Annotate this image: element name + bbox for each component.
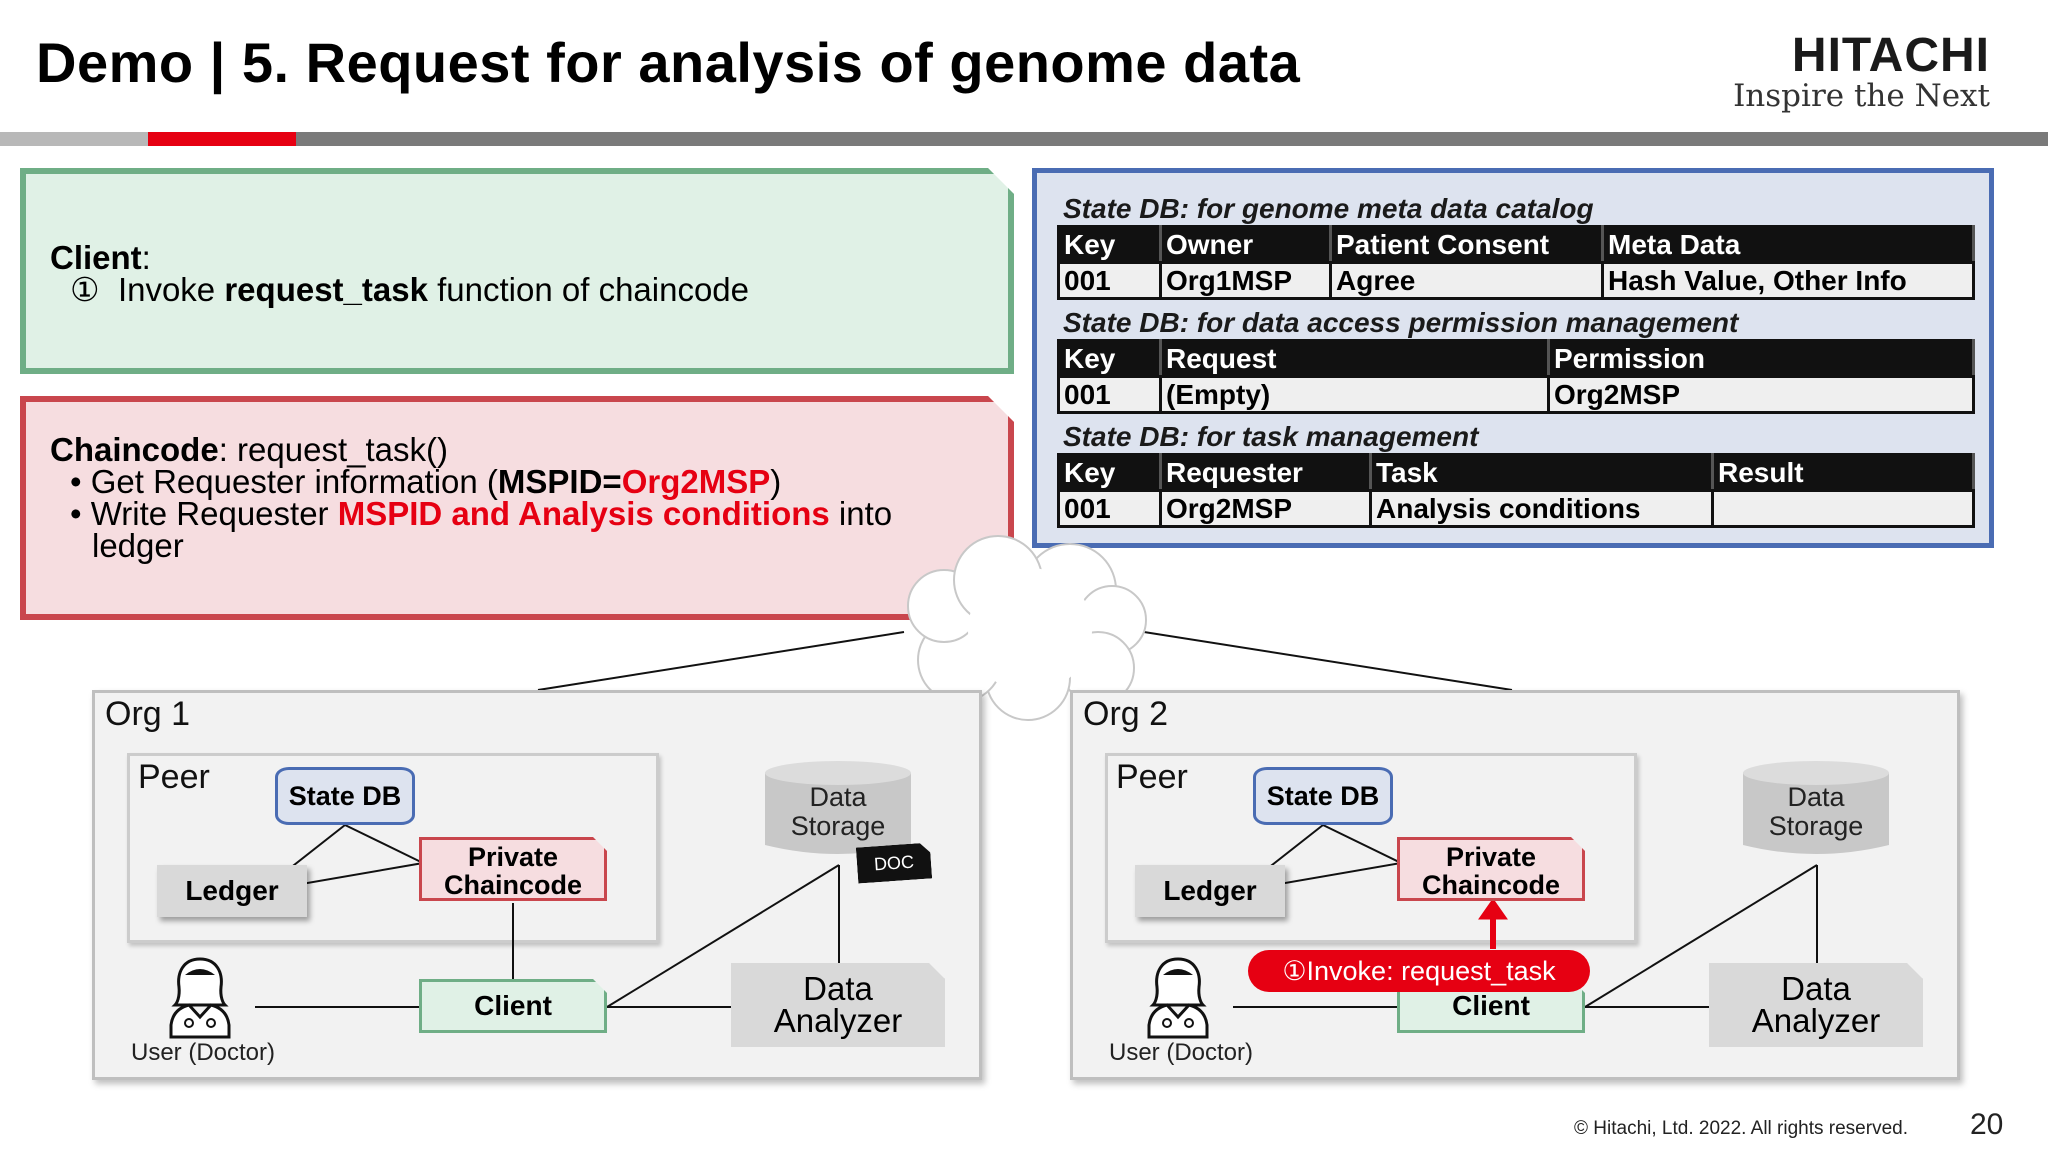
file-icon: DOC xyxy=(856,842,932,883)
page-number: 20 xyxy=(1970,1108,2004,1141)
copyright: © Hitachi, Ltd. 2022. All rights reserve… xyxy=(1574,1118,1908,1139)
bullet2-prefix: • Write Requester xyxy=(70,495,338,532)
table-cell: 001 xyxy=(1057,261,1162,300)
header-rule xyxy=(0,132,2048,146)
table-cell: Org2MSP xyxy=(1547,375,1975,414)
chaincode-bullet-2-cont: ledger xyxy=(92,527,184,564)
logo-tagline: Inspire the Next xyxy=(1733,78,1990,114)
header-cell: Key xyxy=(1057,453,1162,492)
header-cell: Requester xyxy=(1159,453,1372,492)
table-cell: (Empty) xyxy=(1159,375,1550,414)
org2-data-storage-label: Data Storage xyxy=(1768,782,1864,841)
header-cell: Meta Data xyxy=(1601,225,1975,264)
table-header-row: Key Request Permission xyxy=(1057,339,1975,378)
task-table: Key Requester Task Result 001 Org2MSP An… xyxy=(1057,453,1975,528)
org1-ledger: Ledger xyxy=(157,865,307,917)
header-cell: Request xyxy=(1159,339,1550,378)
table-cell: Analysis conditions xyxy=(1369,489,1714,528)
table-cell: Agree xyxy=(1329,261,1604,300)
permission-table: Key Request Permission 001 (Empty) Org2M… xyxy=(1057,339,1975,414)
table-cell: Org1MSP xyxy=(1159,261,1332,300)
database-cylinder-icon xyxy=(1743,761,1889,854)
client-heading: Client: xyxy=(50,242,151,274)
bullet2-suffix: into xyxy=(829,495,893,532)
header-cell: Key xyxy=(1057,339,1162,378)
org1-peer-label: Peer xyxy=(138,758,210,796)
table-row: 001 Org2MSP Analysis conditions xyxy=(1057,489,1975,528)
org1-data-analyzer[interactable]: Data Analyzer xyxy=(731,963,945,1047)
header-cell: Task xyxy=(1369,453,1714,492)
client-step: ① Invoke request_task function of chainc… xyxy=(70,274,749,306)
header-cell: Owner xyxy=(1159,225,1332,264)
bullet1-suffix: ) xyxy=(770,463,782,500)
table-row: 001 (Empty) Org2MSP xyxy=(1057,375,1975,414)
org2-private-chaincode: Private Chaincode xyxy=(1397,837,1585,901)
org1-connectors xyxy=(255,824,840,1008)
table-cell xyxy=(1711,489,1975,528)
database-cylinder-icon xyxy=(765,761,911,854)
bullet1-value: Org2MSP xyxy=(621,463,771,500)
org2-user-label: User (Doctor) xyxy=(1109,1039,1254,1066)
page-title: Demo | 5. Request for analysis of genome… xyxy=(36,31,1301,94)
org1-label: Org 1 xyxy=(105,695,191,733)
org2-connectors xyxy=(1233,824,1818,1008)
hitachi-logo: HITACHI Inspire the Next xyxy=(1733,24,2020,114)
bullet2-highlight: MSPID and Analysis conditions xyxy=(337,495,830,532)
chaincode-bullet-2: • Write Requester MSPID and Analysis con… xyxy=(70,498,892,530)
table-cell: Org2MSP xyxy=(1159,489,1372,528)
permission-caption: State DB: for data access permission man… xyxy=(1063,307,1739,338)
org1-box: Org 1 Peer State DB Ledger Private Chain… xyxy=(92,690,982,1080)
header-cell: Permission xyxy=(1547,339,1975,378)
header-cell: Patient Consent xyxy=(1329,225,1604,264)
catalog-caption: State DB: for genome meta data catalog xyxy=(1063,193,1594,224)
org2-ledger: Ledger xyxy=(1135,865,1285,917)
org1-client[interactable]: Client xyxy=(419,979,607,1033)
blockchain-cloud-icon xyxy=(907,535,1147,721)
table-header-row: Key Owner Patient Consent Meta Data xyxy=(1057,225,1975,264)
state-db-panel: State DB: for genome meta data catalog K… xyxy=(1032,168,1994,548)
chaincode-bullet-1: • Get Requester information (MSPID=Org2M… xyxy=(70,466,781,498)
table-cell: 001 xyxy=(1057,375,1162,414)
org2-state-db: State DB xyxy=(1253,767,1393,825)
client-colon: : xyxy=(141,239,151,276)
org2-data-analyzer[interactable]: Data Analyzer xyxy=(1709,963,1923,1047)
invoke-badge: ①Invoke: request_task xyxy=(1248,950,1590,992)
doctor-icon xyxy=(169,957,231,1039)
chaincode-heading: Chaincode: request_task() xyxy=(50,434,448,466)
step-suffix: function of chaincode xyxy=(437,271,750,308)
org2-box: Org 2 Peer State DB Ledger Private Chain… xyxy=(1070,690,1960,1080)
org2-data-storage[interactable]: Data Storage xyxy=(1741,759,1891,859)
chaincode-function: : request_task() xyxy=(218,431,448,468)
org1-user-label: User (Doctor) xyxy=(131,1039,276,1066)
logo-brand: HITACHI xyxy=(1791,29,1990,82)
task-caption: State DB: for task management xyxy=(1063,421,1479,452)
org1-network-line xyxy=(537,631,905,691)
org1-data-storage[interactable]: Data Storage xyxy=(763,759,913,859)
org2-network-line xyxy=(1143,631,1513,691)
bullet1-key: MSPID= xyxy=(497,463,622,500)
org1-state-db: State DB xyxy=(275,767,415,825)
header-cell: Result xyxy=(1711,453,1975,492)
table-cell: Hash Value, Other Info xyxy=(1601,261,1975,300)
table-row: 001 Org1MSP Agree Hash Value, Other Info xyxy=(1057,261,1975,300)
step-prefix: Invoke xyxy=(117,271,216,308)
step-number: ① xyxy=(70,271,100,308)
client-label: Client xyxy=(50,239,142,276)
bullet1-prefix: • Get Requester information ( xyxy=(70,463,498,500)
chaincode-label: Chaincode xyxy=(50,431,219,468)
client-panel: Client: ① Invoke request_task function o… xyxy=(20,168,1014,374)
table-header-row: Key Requester Task Result xyxy=(1057,453,1975,492)
org2-peer-label: Peer xyxy=(1116,758,1188,796)
org2-label: Org 2 xyxy=(1083,695,1169,733)
header-cell: Key xyxy=(1057,225,1162,264)
table-cell: 001 xyxy=(1057,489,1162,528)
chaincode-panel: Chaincode: request_task() • Get Requeste… xyxy=(20,396,1014,620)
step-function: request_task xyxy=(224,271,428,308)
catalog-table: Key Owner Patient Consent Meta Data 001 … xyxy=(1057,225,1975,300)
invoke-arrow xyxy=(1478,898,1508,949)
doctor-icon xyxy=(1147,957,1209,1039)
org1-data-storage-label: Data Storage xyxy=(790,782,886,841)
org1-private-chaincode: Private Chaincode xyxy=(419,837,607,901)
